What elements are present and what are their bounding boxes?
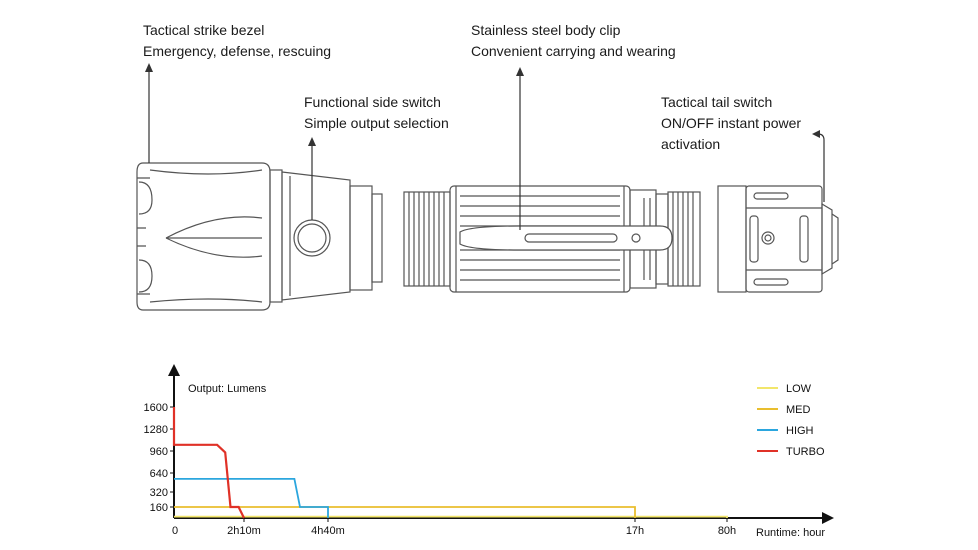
body-clip-icon xyxy=(459,198,673,280)
x-tick-label: 17h xyxy=(626,525,644,537)
callout-title: Tactical strike bezel xyxy=(143,22,265,38)
y-tick-label: 1600 xyxy=(144,402,168,414)
series-high xyxy=(174,477,329,518)
x-axis-label: Runtime: hour xyxy=(756,527,825,539)
callout-tail-switch: Tactical tail switch ON/OFF instant powe… xyxy=(661,92,801,155)
x-tick-label: 80h xyxy=(718,525,736,537)
y-tick-label: 960 xyxy=(150,446,168,458)
x-axis-arrow xyxy=(822,512,834,524)
callout-desc: Emergency, defense, rescuing xyxy=(143,43,332,59)
callout-desc-line2: activation xyxy=(661,136,721,152)
y-tick-label: 160 xyxy=(150,502,168,514)
callout-desc: Convenient carrying and wearing xyxy=(471,43,676,59)
callout-side-switch: Functional side switch Simple output sel… xyxy=(304,92,449,134)
series-low xyxy=(174,515,728,518)
side-switch-icon xyxy=(293,219,331,257)
y-axis-arrow xyxy=(168,364,180,376)
y-tick-label: 640 xyxy=(150,468,168,480)
callout-title: Stainless steel body clip xyxy=(471,22,621,38)
callout-strike-bezel: Tactical strike bezel Emergency, defense… xyxy=(143,20,331,62)
flashlight-tail-icon xyxy=(717,185,839,293)
callout-title: Functional side switch xyxy=(304,94,441,110)
legend-label-low: LOW xyxy=(786,383,812,395)
callout-desc-line1: ON/OFF instant power xyxy=(661,115,802,131)
runtime-chart: Output: Lumens Runtime: hour 160 320 640 96… xyxy=(144,364,834,539)
y-tick-label: 1280 xyxy=(144,424,168,436)
legend-label-med: MED xyxy=(786,404,811,416)
callout-desc: Simple output selection xyxy=(304,115,449,131)
callout-body-clip: Stainless steel body clip Convenient car… xyxy=(471,20,676,62)
legend-label-turbo: TURBO xyxy=(786,446,825,458)
callout-pointers xyxy=(145,63,825,230)
x-tick-label: 4h40m xyxy=(311,525,345,537)
flashlight-illustration xyxy=(136,63,839,311)
flashlight-head-icon xyxy=(136,162,383,311)
y-tick-label: 320 xyxy=(150,487,168,499)
callout-title: Tactical tail switch xyxy=(661,94,773,110)
x-tick-label: 0 xyxy=(172,525,178,537)
legend-label-high: HIGH xyxy=(786,425,814,437)
series-turbo xyxy=(172,407,245,519)
chart-axes xyxy=(168,364,834,524)
x-tick-label: 2h10m xyxy=(227,525,261,537)
y-axis-label: Output: Lumens xyxy=(188,383,267,395)
